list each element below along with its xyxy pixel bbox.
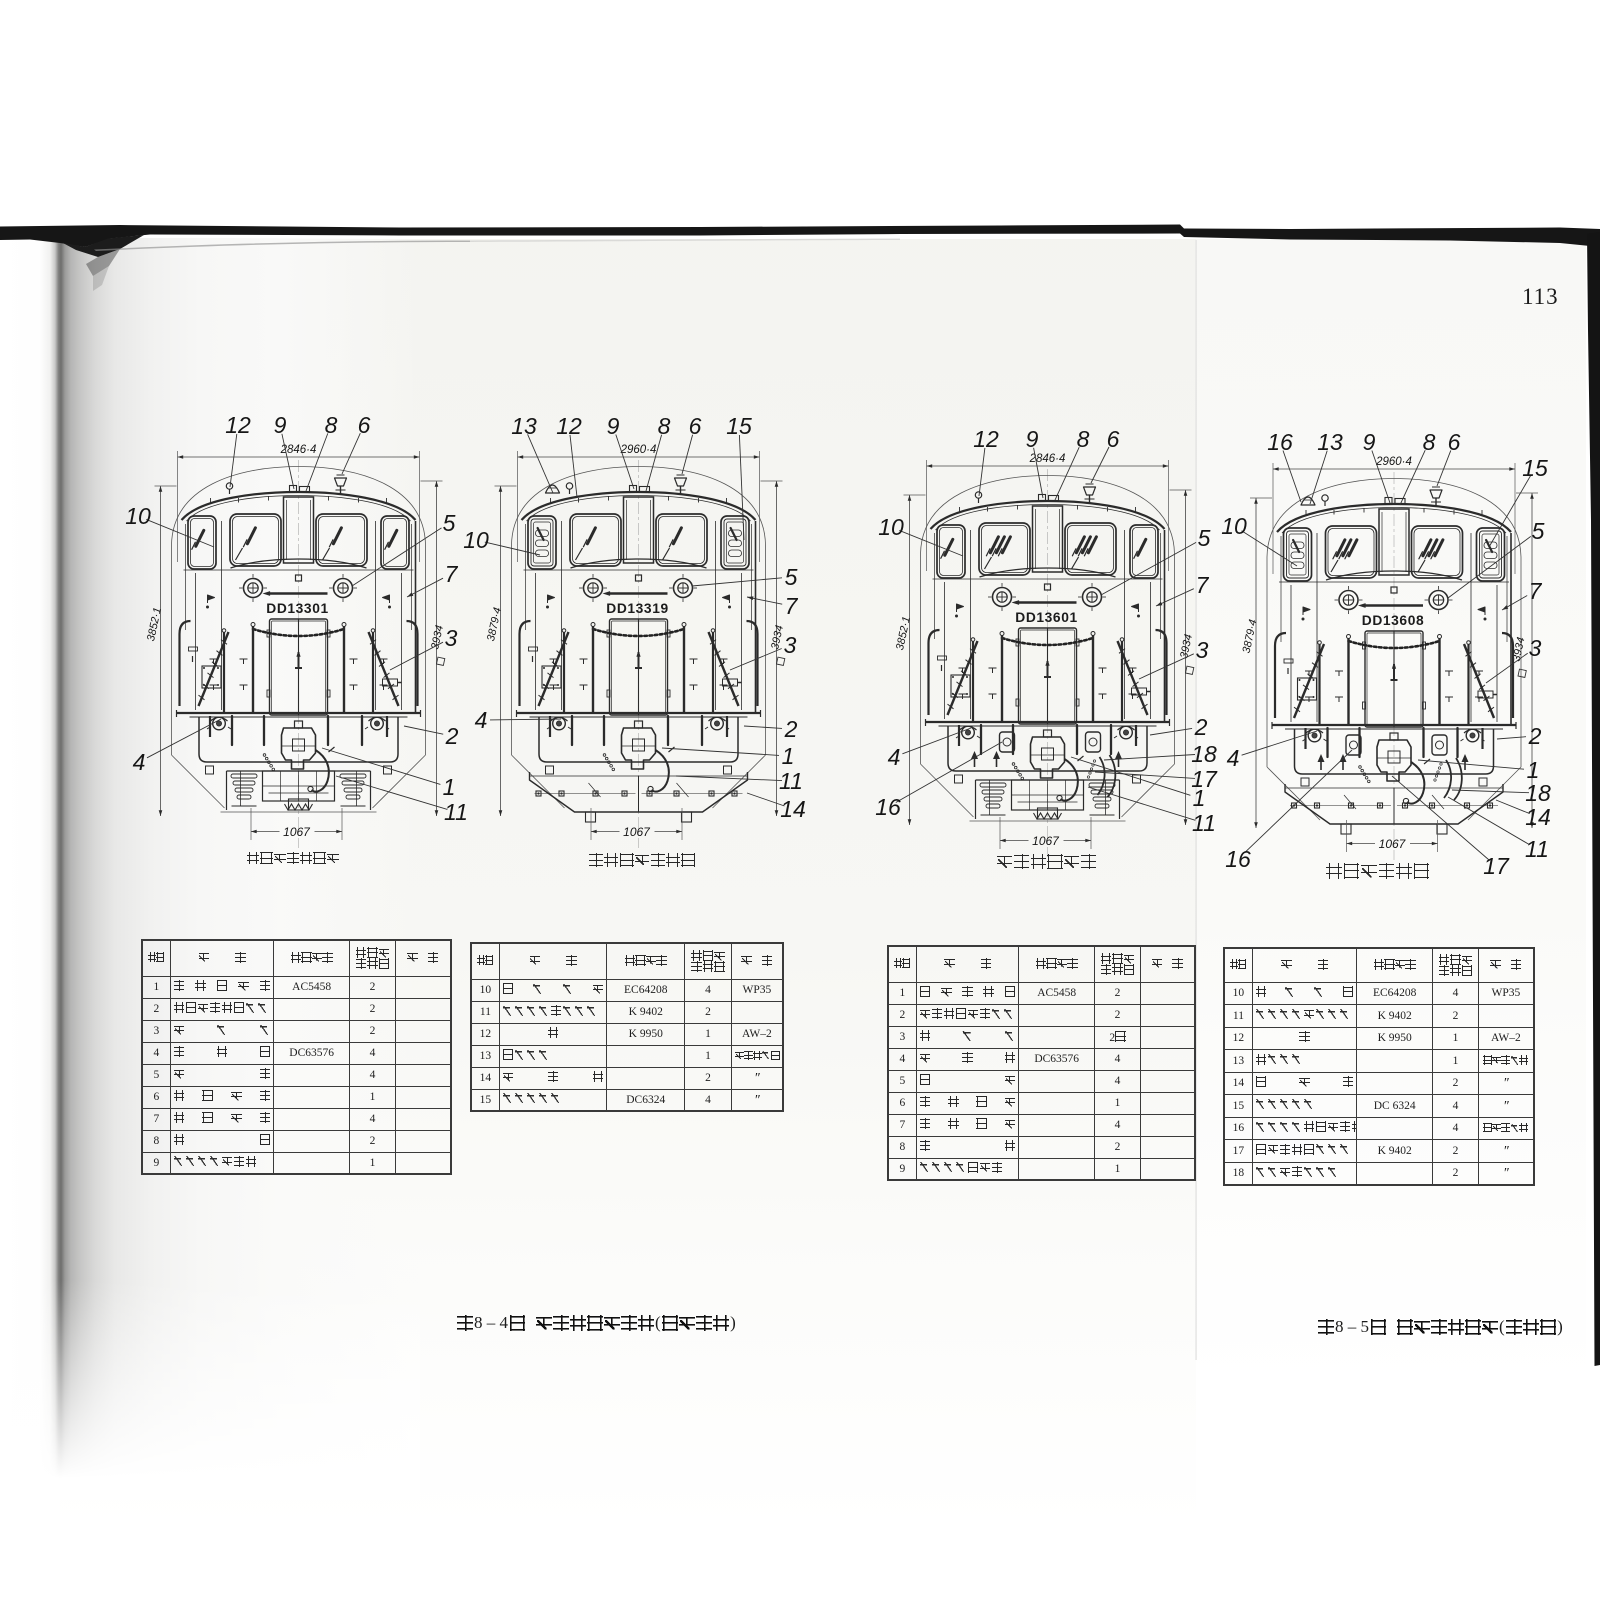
svg-text:5: 5 (1198, 525, 1211, 551)
svg-text:3: 3 (445, 625, 458, 651)
svg-text:1067: 1067 (1032, 834, 1060, 848)
svg-text:1067: 1067 (283, 825, 311, 839)
svg-text:3852·1: 3852·1 (145, 606, 164, 642)
svg-text:1: 1 (782, 743, 795, 769)
svg-text:DD13608: DD13608 (1362, 613, 1425, 628)
svg-text:10: 10 (463, 527, 489, 553)
svg-text:1067: 1067 (1379, 837, 1407, 851)
svg-text:3852·1: 3852·1 (894, 615, 913, 651)
svg-text:2846·4: 2846·4 (1029, 453, 1066, 465)
svg-text:6: 6 (1448, 429, 1461, 455)
svg-text:5: 5 (1532, 518, 1545, 544)
svg-text:11: 11 (779, 768, 803, 794)
svg-text:8: 8 (658, 413, 671, 439)
svg-text:18: 18 (1525, 780, 1551, 806)
svg-text:6: 6 (1107, 426, 1120, 452)
svg-text:4: 4 (133, 749, 146, 775)
svg-text:4: 4 (475, 707, 488, 733)
svg-text:12: 12 (973, 426, 999, 452)
svg-text:2960·4: 2960·4 (1375, 456, 1412, 468)
svg-text:1: 1 (1193, 785, 1206, 811)
svg-text:3879·4: 3879·4 (1241, 618, 1260, 654)
svg-text:17: 17 (1191, 766, 1218, 792)
svg-text:11: 11 (1525, 836, 1549, 862)
svg-text:16: 16 (875, 794, 901, 820)
svg-text:2: 2 (784, 716, 798, 742)
svg-text:15: 15 (1522, 455, 1548, 481)
svg-text:17: 17 (1483, 853, 1510, 879)
svg-text:13: 13 (1317, 429, 1343, 455)
svg-text:18: 18 (1191, 741, 1217, 767)
svg-text:3: 3 (1529, 635, 1542, 661)
svg-text:9: 9 (1026, 426, 1039, 452)
svg-text:7: 7 (445, 561, 459, 587)
svg-text:8: 8 (1423, 429, 1436, 455)
svg-text:10: 10 (878, 514, 904, 540)
svg-text:11: 11 (444, 799, 468, 825)
svg-text:16: 16 (1225, 846, 1251, 872)
svg-text:10: 10 (1221, 513, 1247, 539)
svg-text:3: 3 (784, 632, 797, 658)
svg-text:12: 12 (556, 413, 582, 439)
svg-text:DD13319: DD13319 (606, 601, 669, 616)
svg-text:9: 9 (1363, 429, 1376, 455)
svg-text:3934: 3934 (769, 624, 786, 650)
svg-text:2: 2 (445, 723, 459, 749)
svg-text:4: 4 (1227, 745, 1240, 771)
svg-text:9: 9 (274, 412, 287, 438)
svg-text:DD13601: DD13601 (1015, 610, 1078, 625)
svg-text:3934: 3934 (1178, 633, 1195, 659)
svg-text:4: 4 (888, 744, 901, 770)
svg-text:10: 10 (125, 503, 151, 529)
svg-text:14: 14 (1525, 804, 1551, 830)
svg-text:1: 1 (1527, 757, 1540, 783)
svg-text:7: 7 (785, 593, 799, 619)
svg-text:13: 13 (511, 413, 537, 439)
svg-text:DD13301: DD13301 (266, 601, 329, 616)
svg-text:2: 2 (1194, 714, 1208, 740)
svg-text:7: 7 (1529, 578, 1543, 604)
svg-text:3934: 3934 (429, 624, 446, 650)
svg-text:8: 8 (325, 412, 338, 438)
svg-text:15: 15 (726, 413, 752, 439)
svg-text:2960·4: 2960·4 (620, 444, 657, 456)
svg-text:1: 1 (443, 774, 456, 800)
svg-text:12: 12 (225, 412, 251, 438)
svg-text:2: 2 (1528, 723, 1542, 749)
svg-text:6: 6 (689, 413, 702, 439)
svg-text:5: 5 (443, 510, 456, 536)
svg-text:3879·4: 3879·4 (485, 606, 504, 642)
svg-text:9: 9 (607, 413, 620, 439)
svg-text:3: 3 (1196, 637, 1209, 663)
svg-text:14: 14 (780, 796, 806, 822)
svg-text:5: 5 (785, 564, 798, 590)
svg-text:11: 11 (1192, 810, 1216, 836)
svg-text:7: 7 (1196, 572, 1210, 598)
svg-text:8: 8 (1077, 426, 1090, 452)
svg-text:6: 6 (358, 412, 371, 438)
svg-text:16: 16 (1267, 429, 1293, 455)
svg-text:1067: 1067 (623, 825, 651, 839)
svg-text:2846·4: 2846·4 (280, 444, 317, 456)
